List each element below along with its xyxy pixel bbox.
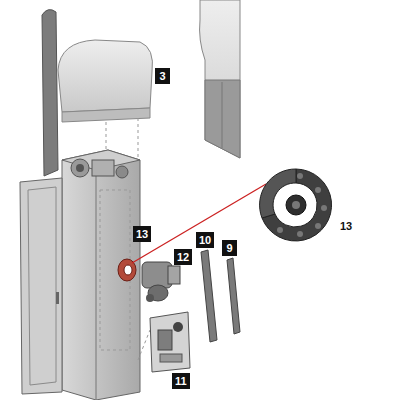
callout-number: 13 <box>338 219 354 233</box>
callout-number: 13 <box>133 226 151 242</box>
red-leader <box>132 184 266 263</box>
cover-detail <box>200 0 240 158</box>
callout-number: 10 <box>196 232 214 248</box>
large-disc <box>260 169 332 241</box>
callout-number: 9 <box>222 240 237 256</box>
motor <box>142 262 180 302</box>
springs <box>201 250 240 342</box>
control-box <box>150 312 190 372</box>
door <box>20 178 62 394</box>
boom-post <box>42 10 58 176</box>
callout-number: 3 <box>155 68 170 84</box>
gear-unit <box>71 159 128 178</box>
cover <box>58 40 153 122</box>
callout-number: 12 <box>174 249 192 265</box>
cabinet <box>62 150 140 400</box>
callout-number: 11 <box>172 373 190 389</box>
